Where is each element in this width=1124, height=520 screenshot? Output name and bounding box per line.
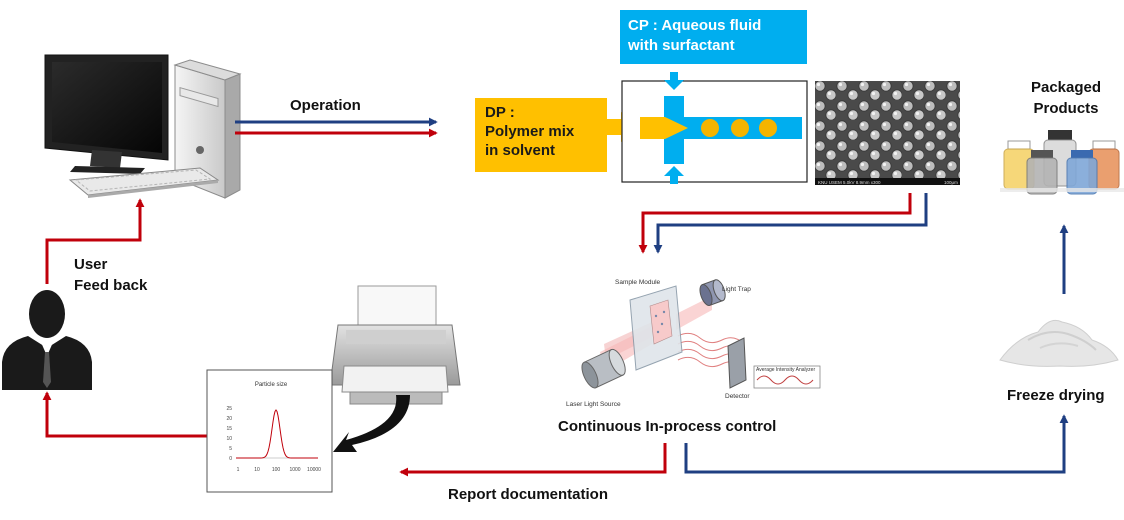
report-documentation-label: Report documentation xyxy=(448,486,608,503)
user-silhouette-icon xyxy=(2,290,92,390)
computer-icon xyxy=(44,54,242,199)
report-chart-peak-line xyxy=(236,409,318,459)
dls-detector-label: Detector xyxy=(725,393,750,400)
sem-scale-bar: 100μm xyxy=(944,180,958,185)
dp-box: DP : Polymer mix in solvent xyxy=(475,98,607,172)
dls-sample-module-label: Sample Module xyxy=(615,279,661,286)
dls-analyzer-label: Average Intensity Analyzer xyxy=(756,367,815,373)
user-feedback-label: User Feed back xyxy=(74,256,148,294)
report-chart-x-tick: 1000 xyxy=(289,467,300,473)
report-chart-y-tick: 5 xyxy=(229,446,232,452)
sem-image: KNU USEM 5.0kV 8.9mm x300 100μm xyxy=(815,81,960,185)
report-chart-y-tick: 10 xyxy=(226,436,232,442)
microfluidic-chip xyxy=(621,72,808,184)
report-chart-x-tick: 1 xyxy=(237,467,240,473)
powder-icon xyxy=(999,319,1119,367)
freeze-drying-label: Freeze drying xyxy=(1007,387,1105,404)
packaged-products-label: Packaged Products xyxy=(1030,79,1102,117)
report-chart-y-tick: 15 xyxy=(226,426,232,432)
dls-light-trap-label: Light Trap xyxy=(722,286,751,293)
cp-box: CP : Aqueous fluid with surfactant xyxy=(620,10,807,64)
report-sheet xyxy=(206,369,333,493)
operation-label: Operation xyxy=(290,97,361,114)
report-particle-size-chart: Particle size 25 20 15 10 5 01 10 100 1000 10000 xyxy=(226,382,321,473)
dls-laser-label: Laser Light Source xyxy=(566,401,621,408)
report-chart-x-tick: 100 xyxy=(272,467,281,473)
report-chart-y-tick: 25 xyxy=(226,406,232,412)
dls-apparatus-icon: Sample Module Light Trap Detector Averag… xyxy=(566,279,821,408)
report-chart-x-tick: 10 xyxy=(254,467,260,473)
vials-icon xyxy=(1000,130,1124,195)
in-process-control-label: Continuous In-process control xyxy=(558,418,777,435)
report-chart-title: Particle size xyxy=(255,382,288,388)
report-chart-x-tick: 10000 xyxy=(307,467,321,473)
sem-caption: KNU USEM 5.0kV 8.9mm x300 xyxy=(818,180,881,185)
report-chart-y-tick: 0 xyxy=(229,456,232,462)
report-chart-y-tick: 20 xyxy=(226,416,232,422)
printer-icon xyxy=(329,285,461,452)
